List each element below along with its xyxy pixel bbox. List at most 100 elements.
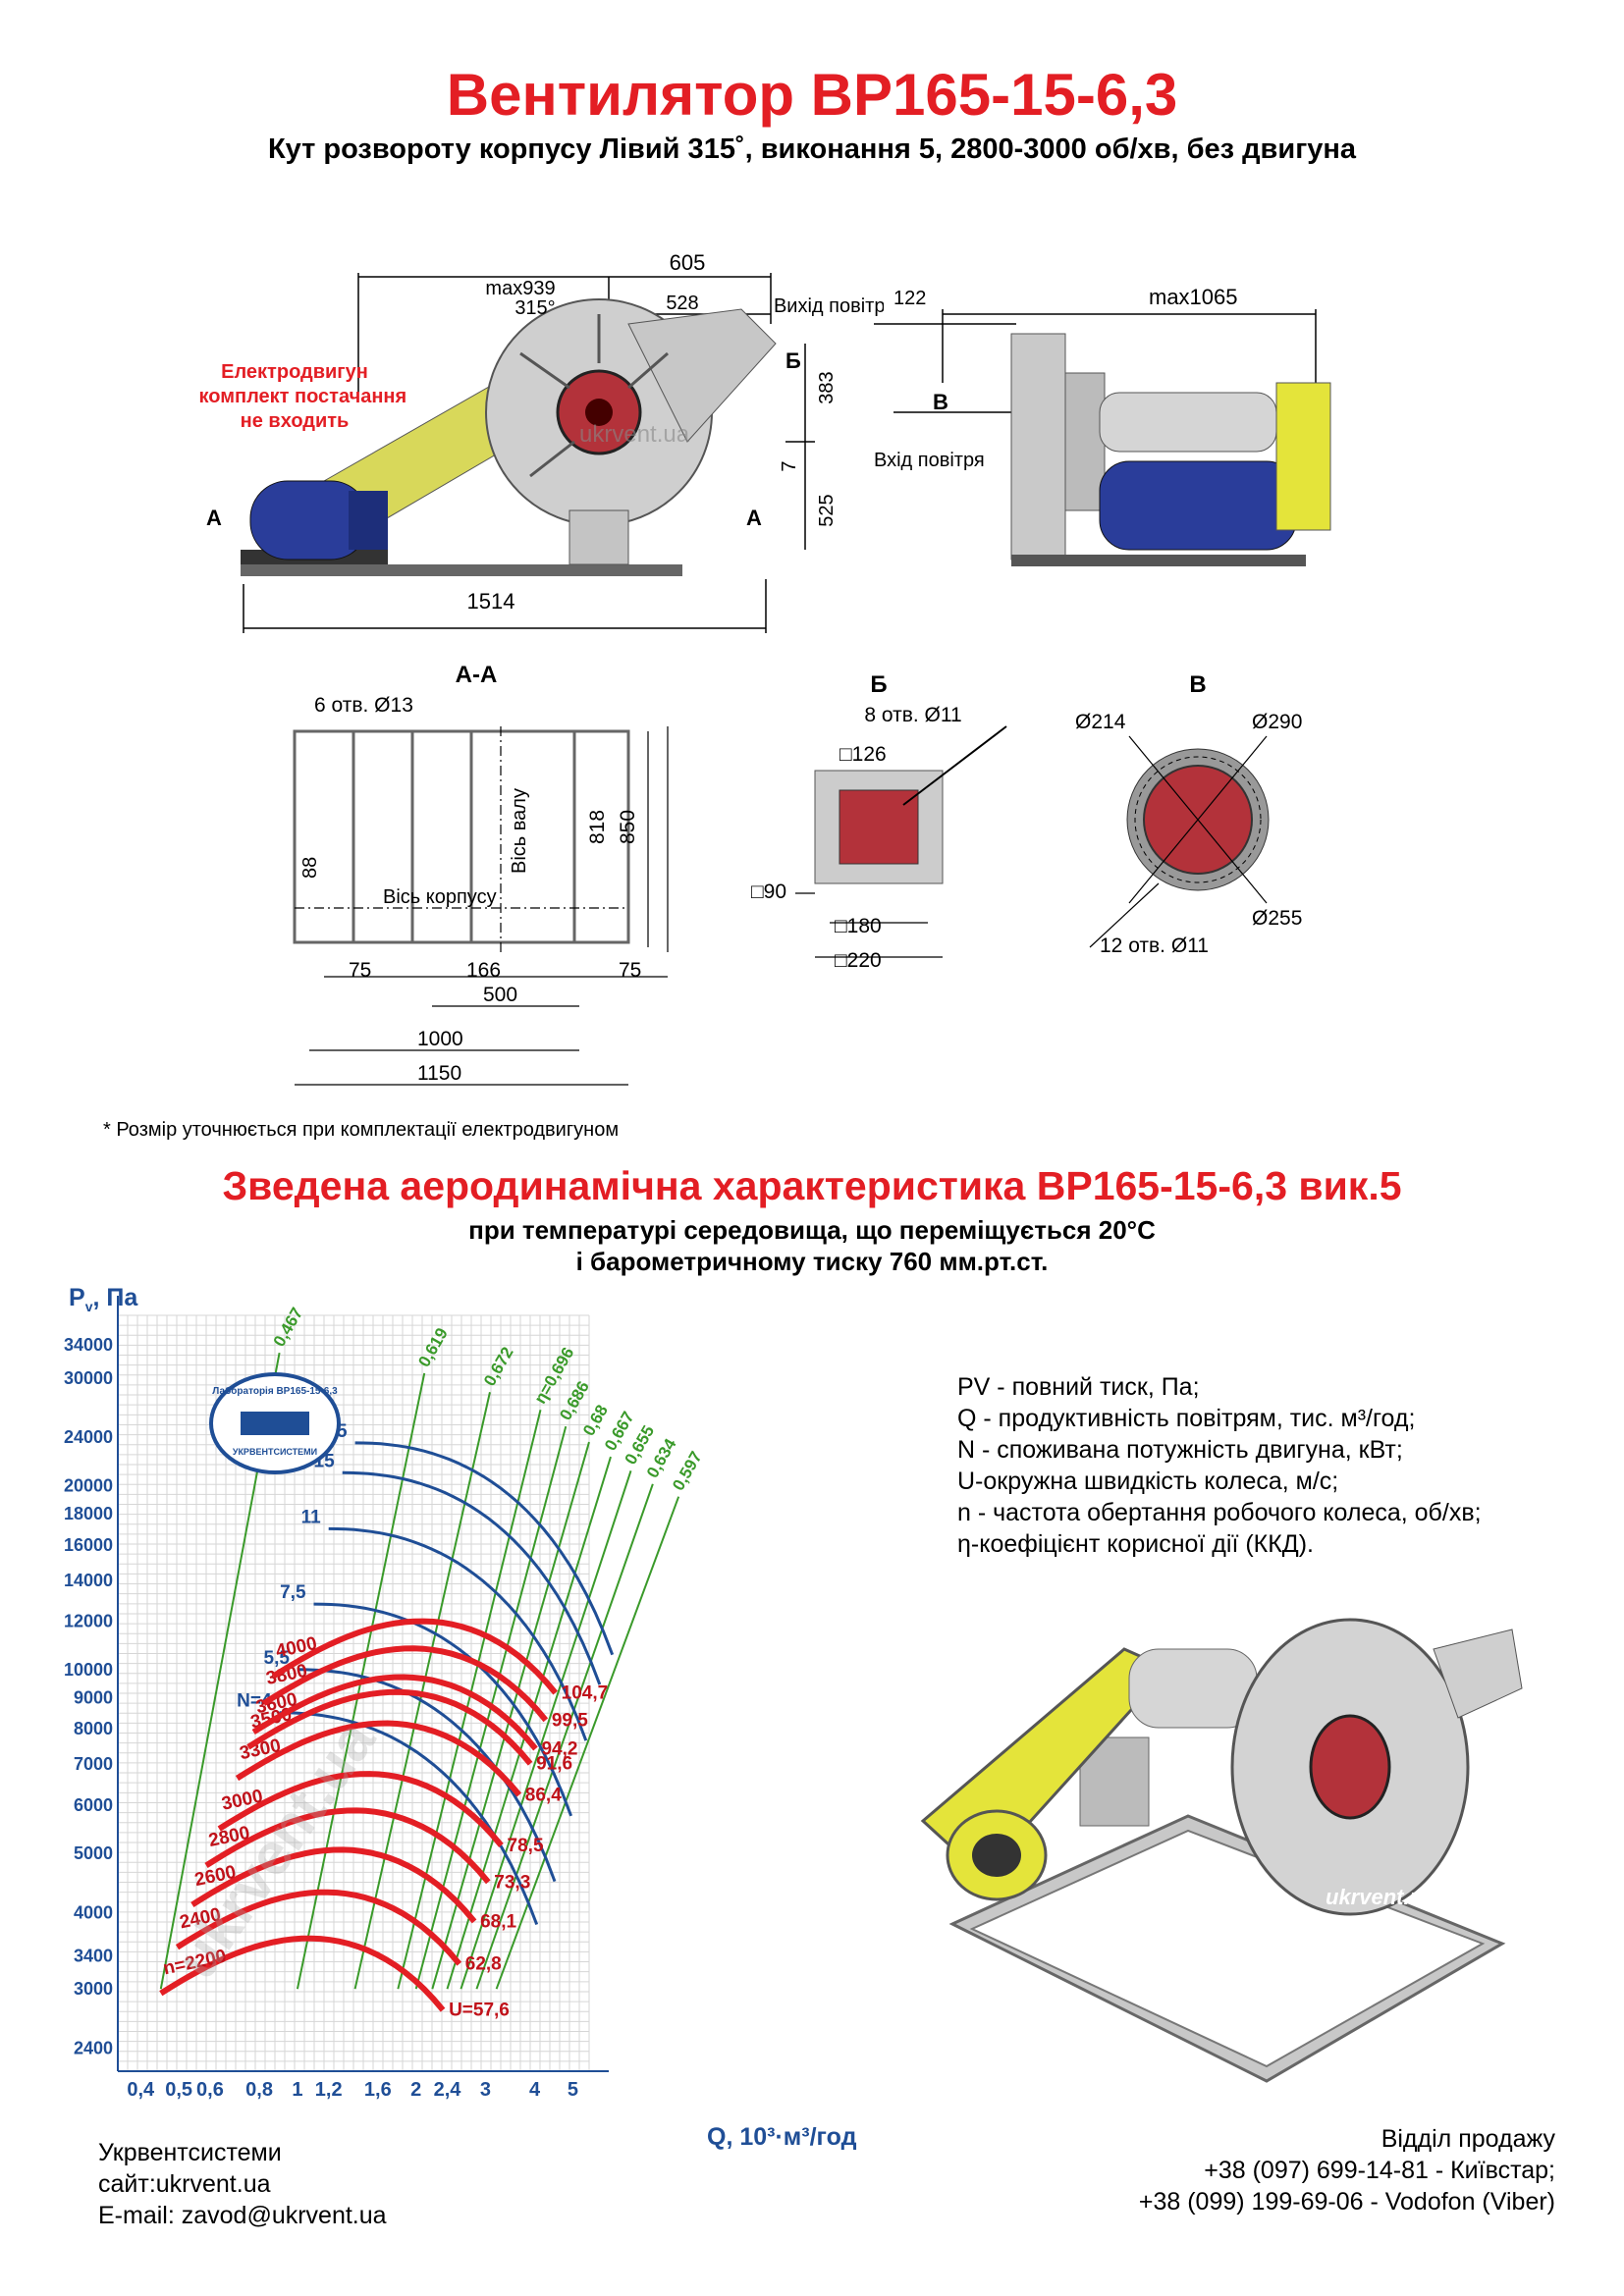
sales-title: Відділ продажу: [1380, 2125, 1555, 2153]
dim-aa-818: 818: [586, 810, 609, 844]
footer-company: Укрвентсистеми сайт:ukrvent.ua E-mail: z…: [98, 2137, 387, 2231]
speed-curve: [261, 1645, 549, 1723]
company-site[interactable]: сайт:ukrvent.ua: [98, 2170, 271, 2198]
efficiency-label: 0,619: [414, 1325, 452, 1370]
section-v-title: В: [1189, 671, 1206, 698]
dim-b-90: □90: [751, 881, 786, 903]
y-tick-label: 7000: [74, 1754, 113, 1774]
y-tick-label: 6000: [74, 1795, 113, 1815]
dim-b-126: □126: [839, 743, 887, 766]
x-tick-label: 3: [480, 2079, 491, 2101]
legend-item: η-коефіцієнт корисної дії (ККД).: [957, 1530, 1314, 1558]
efficiency-line: [353, 1392, 491, 1990]
x-tick-label: 1,6: [364, 2079, 392, 2101]
x-tick-label: 2: [410, 2079, 421, 2101]
speed-curve: [190, 1846, 477, 1924]
y-tick-label: 24000: [64, 1427, 113, 1447]
y-axis-label-p: P: [69, 1284, 85, 1311]
dim-front-4: 383: [816, 371, 838, 403]
speed-curve-u-label: 62,8: [465, 1954, 502, 1975]
speed-curve-u-label: 86,4: [525, 1786, 562, 1806]
label-v: В: [933, 390, 948, 414]
y-axis-label-unit: , Па: [92, 1284, 138, 1311]
y-tick-label: 12000: [64, 1612, 113, 1631]
y-tick-label: 16000: [64, 1535, 113, 1555]
dim-front-6: 525: [816, 494, 838, 526]
legend-item: PV - повний тиск, Па;: [957, 1373, 1200, 1401]
dim-front-1: 605: [670, 250, 706, 275]
speed-curve-u-label: 78,5: [508, 1836, 544, 1856]
sales-phone-2[interactable]: +38 (099) 199-69-06 - Vodofon (Viber): [1138, 2188, 1555, 2216]
speed-curve: [204, 1807, 491, 1885]
motor-note-1: Електродвигун: [221, 361, 368, 383]
side-view-drawing: 122 max1065 В Вхід повітря: [874, 285, 1331, 566]
speed-curve-u-label: 94,2: [541, 1739, 577, 1760]
efficiency-line: [495, 1496, 680, 1990]
label-b: Б: [785, 348, 801, 373]
dim-front-2: 315°: [514, 297, 555, 319]
speed-curve: [159, 1935, 446, 2012]
y-tick-label: 4000: [74, 1902, 113, 1922]
y-tick-label: 8000: [74, 1719, 113, 1738]
dim-aa-1150: 1150: [417, 1062, 461, 1085]
x-tick-label: 0,8: [245, 2079, 273, 2101]
y-tick-label: 30000: [64, 1368, 113, 1388]
x-tick-label: 0,5: [165, 2079, 192, 2101]
speed-curve: [251, 1674, 538, 1751]
dim-side-122: 122: [893, 288, 926, 309]
speed-curve-u-label: 99,5: [552, 1710, 588, 1731]
dim-aa-75-right: 75: [619, 959, 641, 982]
speed-curve-u-label: 91,6: [536, 1754, 572, 1775]
speed-curve: [175, 1889, 462, 1966]
dim-front-7: 1514: [467, 589, 515, 614]
dim-aa-1000: 1000: [417, 1028, 463, 1050]
y-tick-label: 3400: [74, 1946, 113, 1965]
legend-item: n - частота обертання робочого колеса, о…: [957, 1499, 1482, 1526]
dim-front-3: 528: [666, 293, 698, 314]
y-tick-label: 3000: [74, 1979, 113, 1999]
motor-note-3: не входить: [241, 410, 350, 432]
company-email[interactable]: E-mail: zavod@ukrvent.ua: [98, 2202, 387, 2229]
y-axis-label: Pv, Па: [69, 1284, 138, 1314]
section-aa-holes: 6 отв. Ø13: [314, 694, 413, 717]
chart-grid: [117, 1314, 590, 2072]
sales-phone-1[interactable]: +38 (097) 699-14-81 - Київстар;: [1204, 2157, 1555, 2184]
x-tick-label: 1: [292, 2079, 302, 2101]
efficiency-label: 0,597: [669, 1448, 706, 1493]
section-aa-drawing: А-А 6 отв. Ø13 88 818 850 75 166 75 500 …: [293, 662, 669, 1086]
dim-front-5: 7: [779, 460, 800, 471]
power-curve-label: 11: [301, 1507, 322, 1527]
footer-sales: Відділ продажу +38 (097) 699-14-81 - Киї…: [1139, 2123, 1555, 2217]
dim-aa-850: 850: [617, 810, 639, 844]
motor-note-2: у комплект постачання: [196, 386, 406, 407]
speed-curve: [246, 1688, 533, 1766]
section-b-holes: 8 отв. Ø11: [864, 704, 961, 726]
x-tick-label: 0,6: [196, 2079, 224, 2101]
x-axis-label: Q, 10³·м³/год: [707, 2123, 857, 2151]
y-tick-label: 2400: [74, 2038, 113, 2057]
company-name: Укрвентсистеми: [98, 2139, 282, 2166]
speed-curve-label: 4000: [274, 1633, 319, 1662]
power-curve-label: 7,5: [280, 1582, 306, 1603]
speed-curve-u-label: 104,7: [562, 1683, 609, 1704]
axis-shaft-label: Вісь валу: [509, 788, 530, 874]
axis-body-label: Вісь корпусу: [383, 886, 497, 908]
watermark-3d: ukrvent.ua: [1326, 1885, 1435, 1909]
page-subtitle: Кут розвороту корпусу Лівий 315˚, викона…: [267, 133, 1357, 165]
dim-b-220: □220: [835, 949, 882, 972]
dim-v-255: Ø255: [1252, 907, 1302, 930]
power-curve: [297, 1668, 557, 1883]
section-v-drawing: В Ø214 Ø290 Ø255 12 отв. Ø11: [1075, 671, 1302, 957]
dim-front-0: max939: [485, 278, 555, 299]
lab-badge: Лабораторія ВР165-15-6,3 УКРВЕНТСИСТЕМИ: [209, 1372, 341, 1474]
power-curve: [328, 1526, 588, 1741]
y-tick-label: 10000: [64, 1660, 113, 1680]
chart-section-title: Зведена аеродинамічна характеристика ВР1…: [222, 1163, 1402, 1208]
power-curve: [354, 1441, 615, 1656]
section-b-title: Б: [870, 671, 887, 698]
y-tick-label: 18000: [64, 1504, 113, 1523]
speed-curve-u-label: 68,1: [480, 1911, 516, 1932]
legend-item: Q - продуктивність повітрям, тис. м³/год…: [957, 1405, 1416, 1432]
